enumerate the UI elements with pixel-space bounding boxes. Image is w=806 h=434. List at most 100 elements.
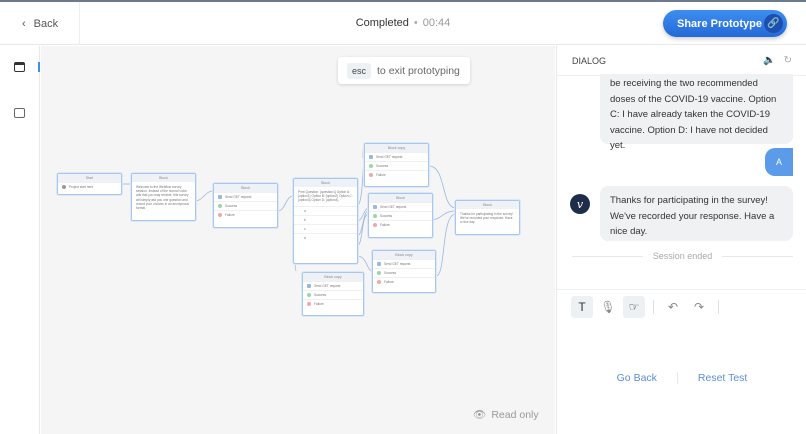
share-label: Share Prototype <box>677 17 762 30</box>
left-sidebar <box>0 46 40 434</box>
node-row: Success <box>376 164 389 168</box>
connection <box>356 213 369 247</box>
read-only-indicator: 👁 Read only <box>473 408 539 422</box>
node-question[interactable]: Block Print Question: {question1} Option… <box>293 178 358 264</box>
header: ‹ Back Completed • 00:44 Share Prototype 🔗 <box>0 2 806 45</box>
failure-icon <box>373 223 377 227</box>
node-title: Block copy <box>303 273 363 281</box>
api-icon <box>218 195 222 199</box>
node-row: Send GET request <box>380 205 407 209</box>
connection <box>356 255 373 272</box>
chevron-left-icon: ‹ <box>22 17 26 30</box>
dialog-title: DIALOG <box>572 55 607 66</box>
undo-icon: ↶ <box>667 299 679 314</box>
failure-icon <box>377 280 381 284</box>
node-text: Print Question: {question1} Option A: {o… <box>298 190 353 203</box>
api-icon <box>369 155 373 159</box>
node-row: Failure <box>376 173 386 177</box>
node-row: Send GET request <box>225 195 252 199</box>
failure-icon <box>218 213 222 217</box>
microphone-icon: 🎙 <box>600 299 616 314</box>
reset-test-link[interactable]: Reset Test <box>697 372 748 384</box>
top-border <box>0 0 806 2</box>
calendar-icon[interactable] <box>14 108 25 118</box>
redo-button[interactable]: ↷ <box>688 296 710 318</box>
go-back-link[interactable]: Go Back <box>616 372 657 384</box>
node-row: Failure <box>225 213 235 217</box>
node-start[interactable]: Start Project start here <box>57 173 122 195</box>
choice: b <box>304 217 306 222</box>
node-api-2[interactable]: Block Send GET request Success Failure <box>368 193 433 238</box>
node-row: Failure <box>314 302 324 306</box>
status-text: Completed <box>355 17 409 29</box>
button-mode-button[interactable]: ☞ <box>623 295 645 318</box>
node-title: Block <box>294 179 357 187</box>
share-prototype-button[interactable]: Share Prototype 🔗 <box>663 10 787 37</box>
dialog-panel: DIALOG 🔈 ↻ be receiving the two recommen… <box>556 46 806 434</box>
undo-button[interactable]: ↶ <box>662 296 684 318</box>
user-message: A <box>765 148 793 176</box>
divider <box>653 299 654 314</box>
node-title: Block <box>456 201 519 209</box>
node-title: Block copy <box>373 251 435 259</box>
divider <box>718 299 719 314</box>
api-icon <box>373 205 377 209</box>
input-toolbar: T 🎙 ☞ ↶ ↷ <box>557 289 806 323</box>
read-only-label: Read only <box>491 408 539 421</box>
flow-canvas[interactable]: Start Project start here Block Welcome t… <box>41 46 555 434</box>
speaker-icon[interactable]: 🔈 <box>763 55 776 66</box>
node-row: Failure <box>380 223 390 227</box>
exit-prototyping-hint: esc to exit prototyping <box>338 57 470 84</box>
bot-message: be receiving the two recommended doses o… <box>600 74 793 151</box>
prototype-status: Completed • 00:44 <box>0 17 806 29</box>
node-row: Success <box>380 214 393 218</box>
back-label: Back <box>33 17 59 30</box>
connection <box>277 195 294 212</box>
api-icon <box>377 262 381 266</box>
cursor-click-icon: ☞ <box>628 299 640 314</box>
divider <box>676 372 678 384</box>
dialog-footer: Go Back Reset Test <box>557 372 806 384</box>
dialog-header: DIALOG 🔈 ↻ <box>557 46 806 76</box>
refresh-icon[interactable]: ↻ <box>783 55 792 66</box>
node-text: Thanks for participating in the survey! … <box>460 212 513 225</box>
timer: 00:44 <box>422 17 451 29</box>
node-thanks[interactable]: Block Thanks for participating in the su… <box>455 200 520 235</box>
text-icon: T <box>578 299 586 314</box>
node-row: Success <box>225 204 238 208</box>
node-api-1[interactable]: Block Send GET request Success Failure <box>213 183 278 228</box>
connection <box>428 165 456 209</box>
redo-icon: ↷ <box>693 299 705 314</box>
connection <box>430 210 456 221</box>
node-copy-mid[interactable]: Block copy Send GET request Success Fail… <box>372 250 436 293</box>
node-row: Send GET request <box>384 262 411 266</box>
success-icon <box>218 204 222 208</box>
node-title: Start <box>58 174 121 182</box>
node-welcome[interactable]: Block Welcome to the Webflow survey sess… <box>131 173 196 221</box>
bot-avatar: v <box>570 194 590 214</box>
node-copy-bottom[interactable]: Block copy Send GET request Success Fail… <box>302 272 364 316</box>
esc-hint-text: to exit prototyping <box>377 64 460 77</box>
node-title: Block <box>132 174 195 182</box>
connection <box>356 210 369 237</box>
session-ended-label: Session ended <box>652 251 713 261</box>
flag-icon <box>62 185 66 189</box>
active-indicator <box>38 62 40 72</box>
node-row: Send GET request <box>314 284 341 288</box>
node-row: Success <box>314 293 327 297</box>
choice: c <box>304 226 306 231</box>
node-copy-top[interactable]: Block copy Send GET request Success Fail… <box>364 143 429 187</box>
canvas-view-icon[interactable] <box>14 62 25 72</box>
connection <box>435 213 456 277</box>
node-row: Project start here <box>69 185 94 189</box>
node-row: Send GET request <box>376 155 403 159</box>
node-row: Failure <box>384 280 394 284</box>
separator: • <box>413 17 418 29</box>
bot-message: Thanks for participating in the survey! … <box>600 186 793 241</box>
connection <box>194 190 214 202</box>
api-icon <box>307 284 311 288</box>
node-title: Block copy <box>365 144 428 152</box>
back-button[interactable]: ‹ Back <box>0 2 80 45</box>
microphone-button[interactable]: 🎙 <box>597 296 619 318</box>
text-mode-button[interactable]: T <box>571 295 593 318</box>
